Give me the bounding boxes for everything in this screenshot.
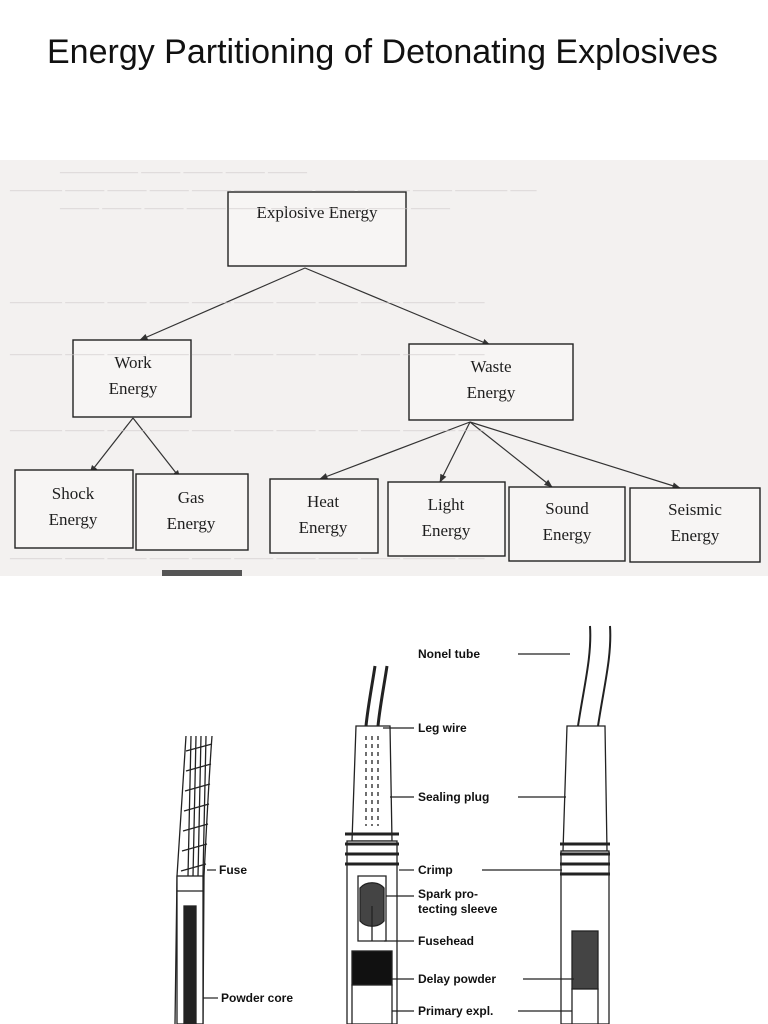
label-heat-line1: Heat (307, 492, 339, 511)
nonel-detonator (560, 625, 612, 1024)
box-waste-energy (408, 343, 574, 421)
label-nonel-tube: Nonel tube (418, 647, 480, 661)
safety-fuse (174, 735, 213, 1024)
label-powder-core: Powder core (221, 991, 293, 1005)
label-spark-line2: tecting sleeve (418, 902, 498, 916)
tree-arrows (89, 267, 681, 489)
label-seismic-line1: Seismic (668, 500, 722, 519)
caption-fragment (162, 570, 242, 576)
box-explosive-energy (227, 191, 407, 267)
label-sealing-plug: Sealing plug (418, 790, 489, 804)
label-waste-line1: Waste (470, 357, 511, 376)
arrow-work-to-shock (89, 417, 134, 474)
slide-title: Energy Partitioning of Detonating Explos… (47, 33, 718, 71)
label-explosive-energy: Explosive Energy (256, 203, 378, 222)
arrow-work-to-gas (132, 417, 181, 479)
energy-diagram-panel: —————— ——— ——— ——— ——— ———— ——— ——— ——— … (0, 160, 768, 576)
arrow-waste-to-heat (319, 421, 471, 480)
arrow-root-to-waste (304, 267, 491, 346)
label-spark-line1: Spark pro- (418, 887, 478, 901)
arrow-waste-to-sound (469, 421, 553, 488)
arrow-waste-to-light (439, 421, 471, 483)
label-gas-line1: Gas (178, 488, 204, 507)
box-light-energy (387, 481, 506, 557)
label-delay-powder: Delay powder (418, 972, 496, 986)
arrow-waste-to-seismic (469, 421, 681, 489)
label-crimp: Crimp (418, 863, 453, 877)
label-sound-line2: Energy (543, 525, 592, 544)
label-gas-line2: Energy (167, 514, 216, 533)
label-leader-lines (203, 653, 574, 1012)
label-shock-line2: Energy (49, 510, 98, 529)
label-waste-line2: Energy (467, 383, 516, 402)
label-leg-wire: Leg wire (418, 721, 467, 735)
arrow-root-to-work (139, 267, 306, 341)
box-work-energy (72, 339, 192, 418)
label-work-line1: Work (114, 353, 152, 372)
detonator-diagram: Nonel tube Leg wire Sealing plug Fuse Cr… (174, 625, 612, 1024)
label-seismic-line2: Energy (671, 526, 720, 545)
electric-detonator (345, 665, 399, 1024)
label-fuse: Fuse (219, 863, 247, 877)
box-seismic-energy (629, 487, 761, 563)
label-heat-line2: Energy (299, 518, 348, 537)
box-shock-energy (14, 469, 134, 549)
box-sound-energy (508, 486, 626, 562)
label-work-line2: Energy (109, 379, 158, 398)
box-gas-energy (135, 473, 249, 551)
energy-tree-diagram: Explosive Energy Work Energy Waste Energ… (14, 191, 761, 576)
label-primary-expl: Primary expl. (418, 1004, 493, 1018)
label-fusehead: Fusehead (418, 934, 474, 948)
label-light-line1: Light (428, 495, 465, 514)
box-heat-energy (269, 478, 379, 554)
label-shock-line1: Shock (52, 484, 95, 503)
label-sound-line1: Sound (545, 499, 589, 518)
label-light-line2: Energy (422, 521, 471, 540)
